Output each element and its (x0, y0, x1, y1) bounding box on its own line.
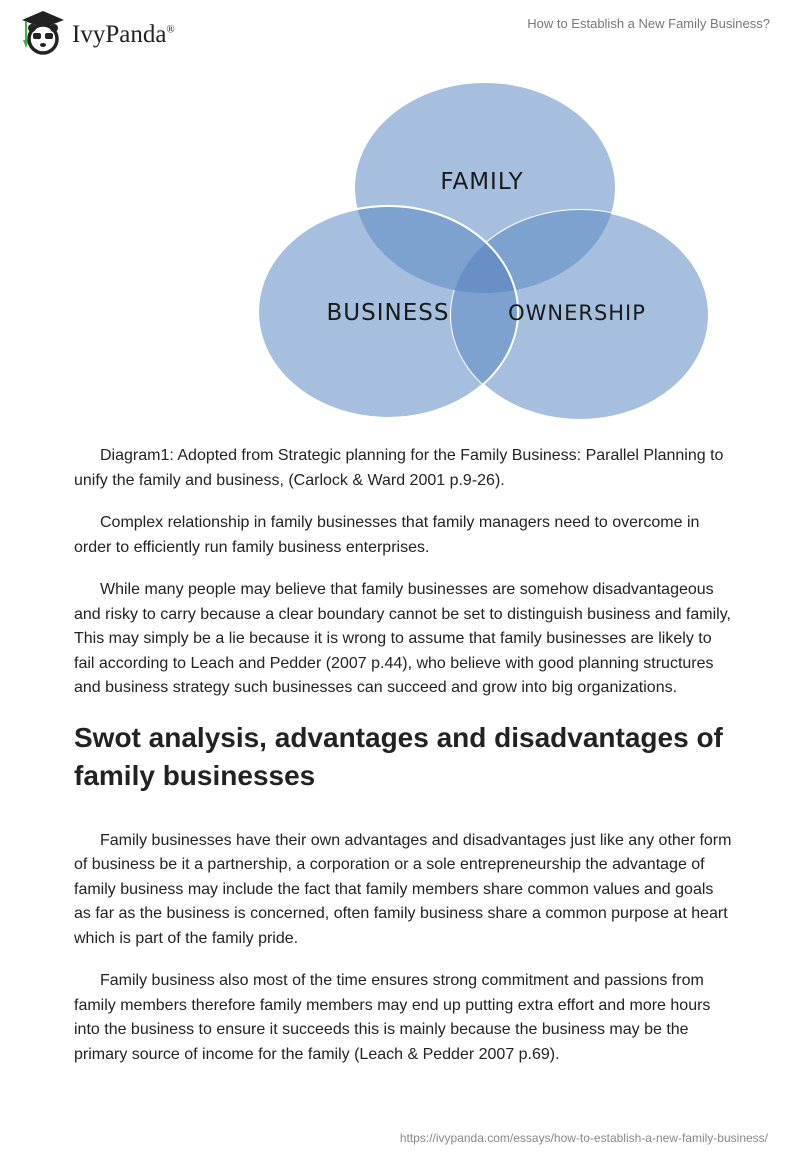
diagram-caption: Diagram1: Adopted from Strategic plannin… (74, 447, 724, 489)
paragraph: Family business also most of the time en… (74, 972, 711, 1063)
paragraph: Family businesses have their own advanta… (74, 831, 732, 947)
paragraph: Complex relationship in family businesse… (74, 514, 700, 556)
header: IvyPanda® How to Establish a New Family … (0, 0, 800, 70)
article-body: Diagram1: Adopted from Strategic plannin… (74, 444, 734, 1085)
venn-diagram: FAMILY BUSINESS OWNERSHIP (257, 83, 710, 420)
panda-logo-icon (22, 11, 64, 55)
ownership-label: OWNERSHIP (508, 301, 646, 325)
business-label: BUSINESS (327, 300, 450, 326)
logo[interactable]: IvyPanda® (18, 8, 175, 56)
brand-text: IvyPanda (72, 21, 167, 48)
source-url[interactable]: https://ivypanda.com/essays/how-to-estab… (399, 1131, 768, 1145)
family-label: FAMILY (440, 169, 523, 195)
brand-name: IvyPanda® (72, 21, 175, 49)
document-title: How to Establish a New Family Business? (527, 16, 770, 31)
section-heading: Swot analysis, advantages and disadvanta… (74, 721, 723, 791)
registered-mark: ® (166, 23, 175, 36)
paragraph: While many people may believe that famil… (74, 581, 731, 696)
